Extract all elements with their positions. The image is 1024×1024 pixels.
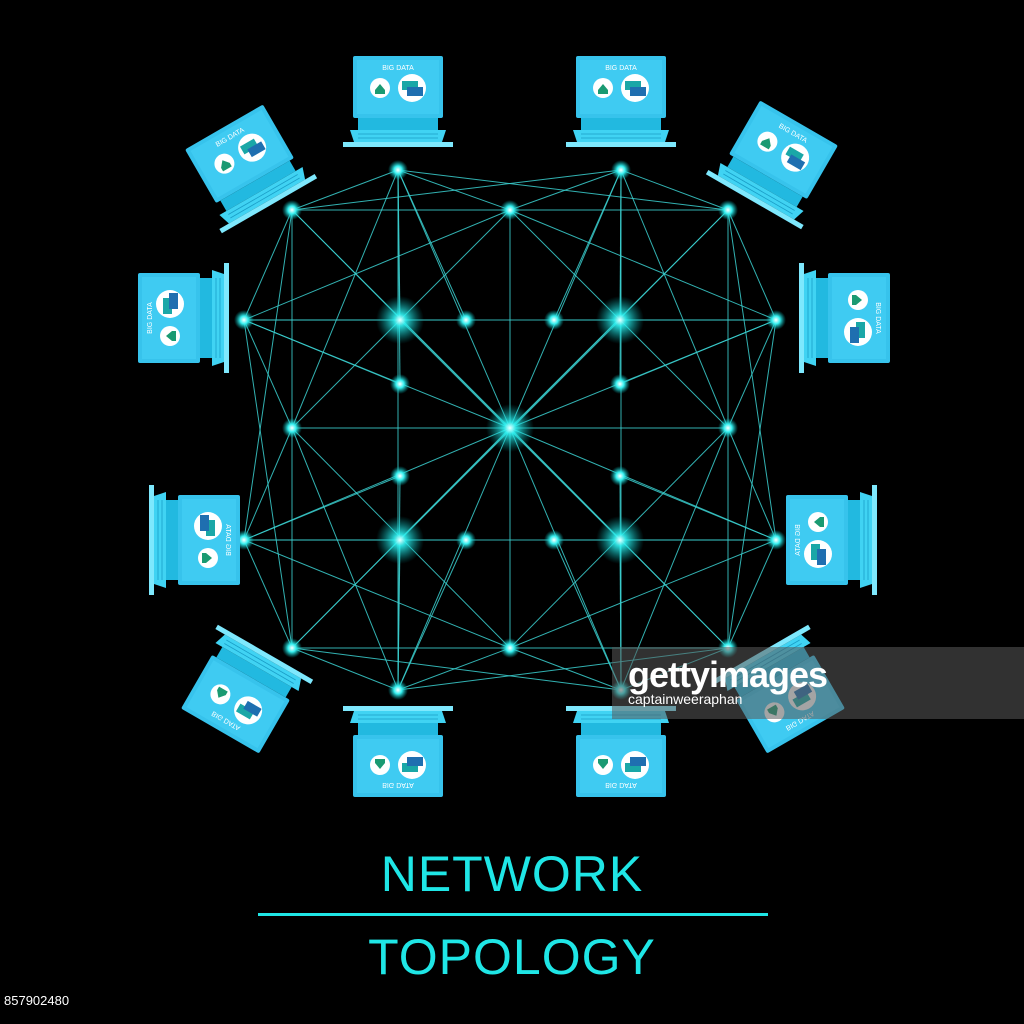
network-link	[291, 169, 399, 429]
network-link	[243, 427, 511, 541]
network-node	[486, 404, 534, 452]
laptop-icon	[342, 55, 454, 148]
network-link	[509, 539, 777, 649]
network-node	[376, 296, 424, 344]
network-link	[291, 427, 399, 691]
network-node	[610, 374, 630, 394]
network-link	[397, 427, 511, 691]
network-nodes	[234, 160, 786, 700]
network-link	[509, 169, 622, 429]
network-node	[500, 638, 520, 658]
network-link	[509, 319, 777, 429]
network-link	[509, 647, 622, 691]
title-line-2: TOPOLOGY	[368, 929, 656, 985]
network-link	[727, 427, 777, 541]
network-node	[500, 200, 520, 220]
watermark-banner	[612, 647, 1024, 719]
laptop-icon	[798, 262, 891, 374]
network-node	[596, 296, 644, 344]
network-node	[766, 310, 786, 330]
network-link	[509, 427, 622, 691]
network-node	[388, 680, 408, 700]
network-link	[727, 209, 777, 541]
laptop-icon	[342, 705, 454, 798]
network-link	[291, 647, 399, 691]
network-link	[397, 169, 729, 211]
laptop-icon	[565, 55, 677, 148]
network-link	[509, 427, 777, 541]
network-node	[388, 160, 408, 180]
network-node	[596, 516, 644, 564]
network-node	[718, 200, 738, 220]
network-link	[727, 209, 777, 321]
network-link	[291, 169, 399, 211]
network-link	[620, 169, 729, 211]
network-node	[390, 374, 410, 394]
network-link	[243, 427, 293, 541]
network-node	[766, 530, 786, 550]
network-node	[456, 530, 476, 550]
network-link	[727, 539, 777, 649]
network-node	[718, 418, 738, 438]
network-node	[282, 418, 302, 438]
network-node	[456, 310, 476, 330]
network-link	[243, 539, 511, 649]
network-link	[243, 209, 293, 321]
network-node	[390, 466, 410, 486]
laptop-icon	[148, 484, 241, 596]
network-link	[243, 319, 511, 429]
network-link	[243, 539, 293, 649]
network-node	[610, 466, 630, 486]
title-divider	[258, 913, 768, 916]
laptop-icon	[565, 705, 677, 798]
network-link	[291, 647, 622, 691]
network-node	[376, 516, 424, 564]
network-link	[509, 209, 777, 321]
network-link	[620, 169, 729, 429]
network-link	[397, 169, 511, 429]
network-node	[544, 310, 564, 330]
network-node	[544, 530, 564, 550]
network-node	[282, 638, 302, 658]
laptop-icon	[137, 262, 230, 374]
network-link	[553, 539, 622, 691]
laptop-icon	[785, 484, 878, 596]
network-link	[620, 427, 729, 691]
watermark-credit: captainweeraphan	[628, 691, 743, 707]
network-link	[509, 169, 622, 211]
network-link	[243, 209, 511, 321]
network-node	[611, 160, 631, 180]
image-id: 857902480	[4, 993, 70, 1008]
network-node	[234, 310, 254, 330]
title-line-1: NETWORK	[380, 846, 644, 902]
watermark-logo: gettyimages	[628, 654, 828, 695]
network-link	[243, 209, 293, 541]
network-link	[291, 169, 622, 211]
network-link	[397, 539, 467, 691]
network-node	[282, 200, 302, 220]
